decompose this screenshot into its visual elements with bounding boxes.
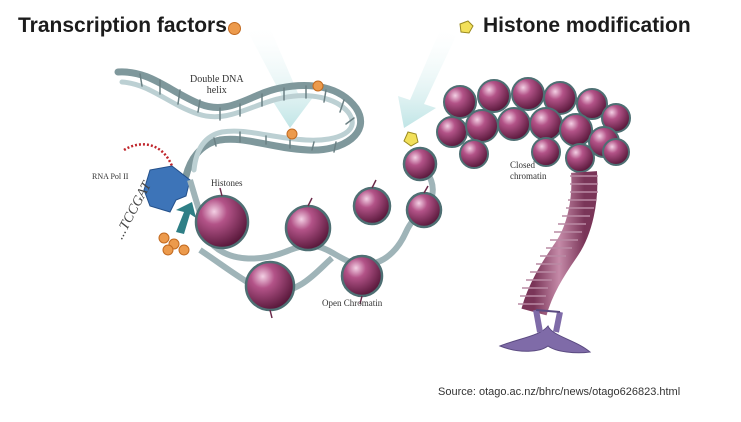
histones-label: Histones [211,178,243,188]
double-dna-helix-label-line2: helix [206,85,227,96]
tf-dot [286,128,298,140]
histone-mark [403,131,419,147]
source-credit: Source: otago.ac.nz/bhrc/news/otago62682… [438,386,681,398]
double-dna-helix [114,68,365,180]
rna-pol-label: RNA Pol II [92,172,129,181]
promoter-tfs [158,232,190,256]
fiber-coils [518,175,598,305]
closed-chromatin-label-line1: Closed [510,160,536,170]
rna-pol-red-strand [123,143,174,167]
double-dna-helix-label-line1: Double DNA [190,74,244,85]
tf-dot [312,80,324,92]
teal-arrow [176,202,196,234]
open-chromatin-label: Open Chromatin [322,298,383,308]
yellow-pentagon-icon [459,20,474,34]
chromatin-fiber [521,171,598,316]
closed-chromatin-label: Closed chromatin [510,160,547,182]
transcription-factors-heading: Transcription factors [18,14,227,37]
open-chromatin-nucleosomes [194,146,443,312]
histone-modification-heading: Histone modification [483,14,691,37]
closed-chromatin-label-line2: chromatin [510,171,547,181]
chromosome [498,325,592,354]
double-dna-helix-label: Double DNA helix [190,74,244,96]
closed-chromatin-cluster [436,77,631,173]
rna-pol-ii [143,165,191,213]
tf-arrow [248,28,314,128]
orange-dot-icon [228,22,241,35]
hm-arrow [398,30,456,128]
